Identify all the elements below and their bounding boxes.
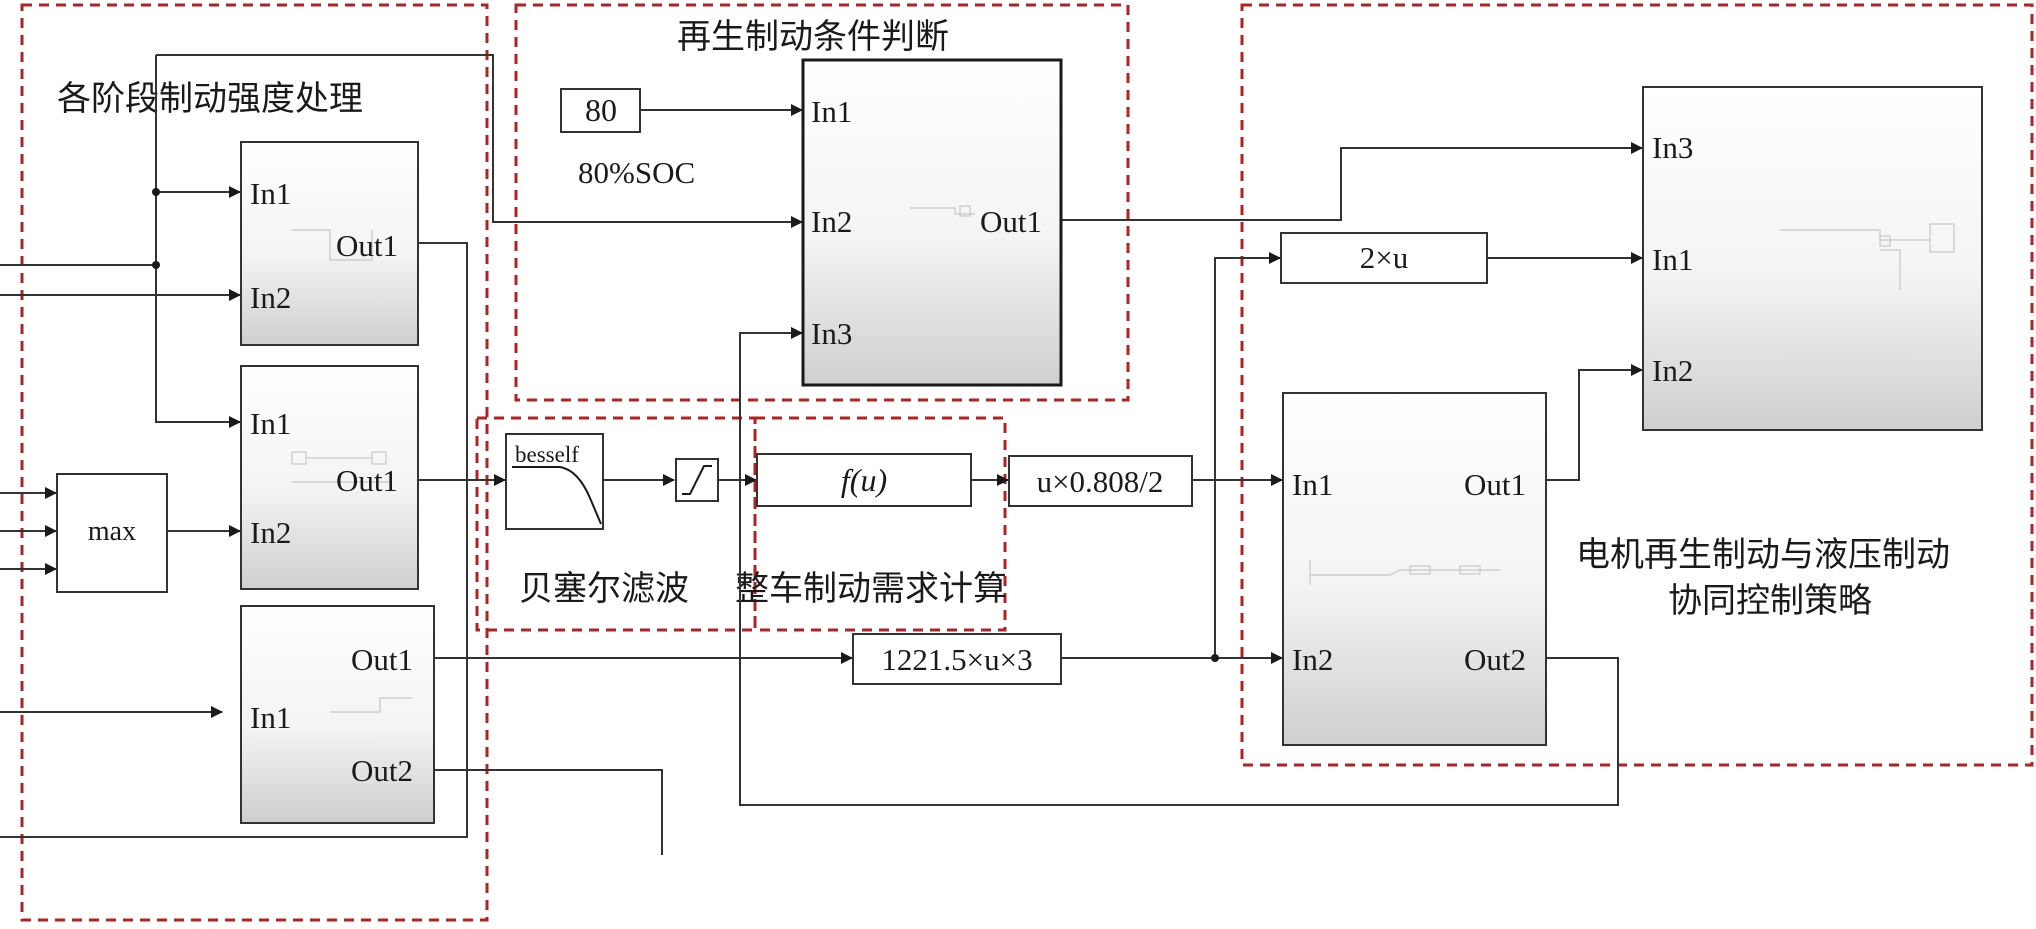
gain-0808-label: u×0.808/2	[1037, 464, 1164, 499]
port-in2-label: In2	[1652, 353, 1693, 388]
wire-coop-out2-to-regen-in3[interactable]	[739, 327, 1619, 806]
saturation-block[interactable]	[675, 458, 719, 502]
constant-caption: 80%SOC	[578, 155, 695, 190]
wire-bus-to-sub2-in1[interactable]	[155, 55, 241, 428]
port-in2-label: In2	[250, 280, 291, 315]
group-title-vehicle-demand: 整车制动需求计算	[735, 569, 1007, 609]
port-in1-label: In1	[250, 176, 291, 211]
port-in1-label: In1	[250, 406, 291, 441]
wire-to-regen-in2[interactable]	[156, 54, 803, 228]
port-in2-label: In2	[811, 204, 852, 239]
group-title-coop-control-line2: 协同控制策略	[1668, 581, 1872, 621]
port-in1-label: In1	[1292, 467, 1333, 502]
group-box-vehicle-demand	[753, 416, 1007, 632]
wire-sub3-out2[interactable]	[434, 769, 663, 855]
port-out2-label: Out2	[351, 753, 413, 788]
group-box-stage-processing	[20, 3, 489, 922]
bessel-response-curve	[512, 466, 602, 525]
port-in1-label: In1	[250, 700, 291, 735]
wire-regen-to-in3[interactable]	[1062, 142, 1643, 221]
group-box-regen-condition	[514, 3, 1130, 402]
gain-1221-label: 1221.5×u×3	[881, 642, 1032, 677]
port-out1-label: Out1	[351, 642, 413, 677]
constant-value: 80	[585, 92, 617, 128]
group-title-bessel-filter: 贝塞尔滤波	[519, 569, 689, 609]
constant-block[interactable]: 80	[560, 88, 641, 133]
bessel-filter-block[interactable]: besself	[505, 433, 604, 530]
group-title-regen-condition: 再生制动条件判断	[677, 17, 949, 57]
coop-control-subsystem[interactable]: In1 In2 Out1 Out2	[1282, 392, 1547, 746]
junction-dot	[152, 188, 160, 196]
port-in1-label: In1	[811, 94, 852, 129]
junction-dot	[1211, 654, 1219, 662]
regen-condition-subsystem[interactable]: In1 In2 In3 Out1	[801, 58, 1063, 387]
subsystem-1[interactable]: In1 In2 Out1	[240, 141, 419, 346]
port-out2-label: Out2	[1464, 642, 1526, 677]
port-in2-label: In2	[250, 515, 291, 550]
fcn-block[interactable]: f(u)	[756, 453, 972, 507]
gain-2u-label: 2×u	[1360, 240, 1408, 275]
port-out1-label: Out1	[336, 228, 398, 263]
max-block-label: max	[88, 516, 136, 547]
saturation-icon	[682, 465, 712, 495]
subsystem-3[interactable]: In1 Out1 Out2	[240, 605, 435, 824]
fcn-label: f(u)	[841, 462, 887, 498]
gain-0808-block[interactable]: u×0.808/2	[1008, 455, 1193, 507]
wire-branch-to-2u[interactable]	[1214, 252, 1281, 658]
strategy-output-subsystem[interactable]: In3 In1 In2	[1642, 86, 1983, 431]
group-title-coop-control-line1: 电机再生制动与液压制动	[1576, 535, 1950, 575]
max-block[interactable]: max	[56, 473, 168, 593]
port-in2-label: In2	[1292, 642, 1333, 677]
port-in1-label: In1	[1652, 242, 1693, 277]
junction-dot	[152, 261, 160, 269]
bessel-label: besself	[515, 442, 579, 467]
gain-2u-block[interactable]: 2×u	[1280, 232, 1488, 284]
subsystem-2[interactable]: In1 In2 Out1	[240, 365, 419, 590]
group-box-coop-control	[1240, 3, 2034, 767]
group-title-stage-processing: 各阶段制动强度处理	[57, 79, 363, 119]
wire-sub1-out1[interactable]	[0, 242, 468, 838]
gain-1221-block[interactable]: 1221.5×u×3	[852, 633, 1062, 685]
port-in3-label: In3	[811, 316, 852, 351]
port-out1-label: Out1	[336, 463, 398, 498]
port-in3-label: In3	[1652, 130, 1693, 165]
wire-coop-out1-to-in2[interactable]	[1546, 364, 1643, 481]
port-out1-label: Out1	[1464, 467, 1526, 502]
port-out1-label: Out1	[980, 204, 1042, 239]
